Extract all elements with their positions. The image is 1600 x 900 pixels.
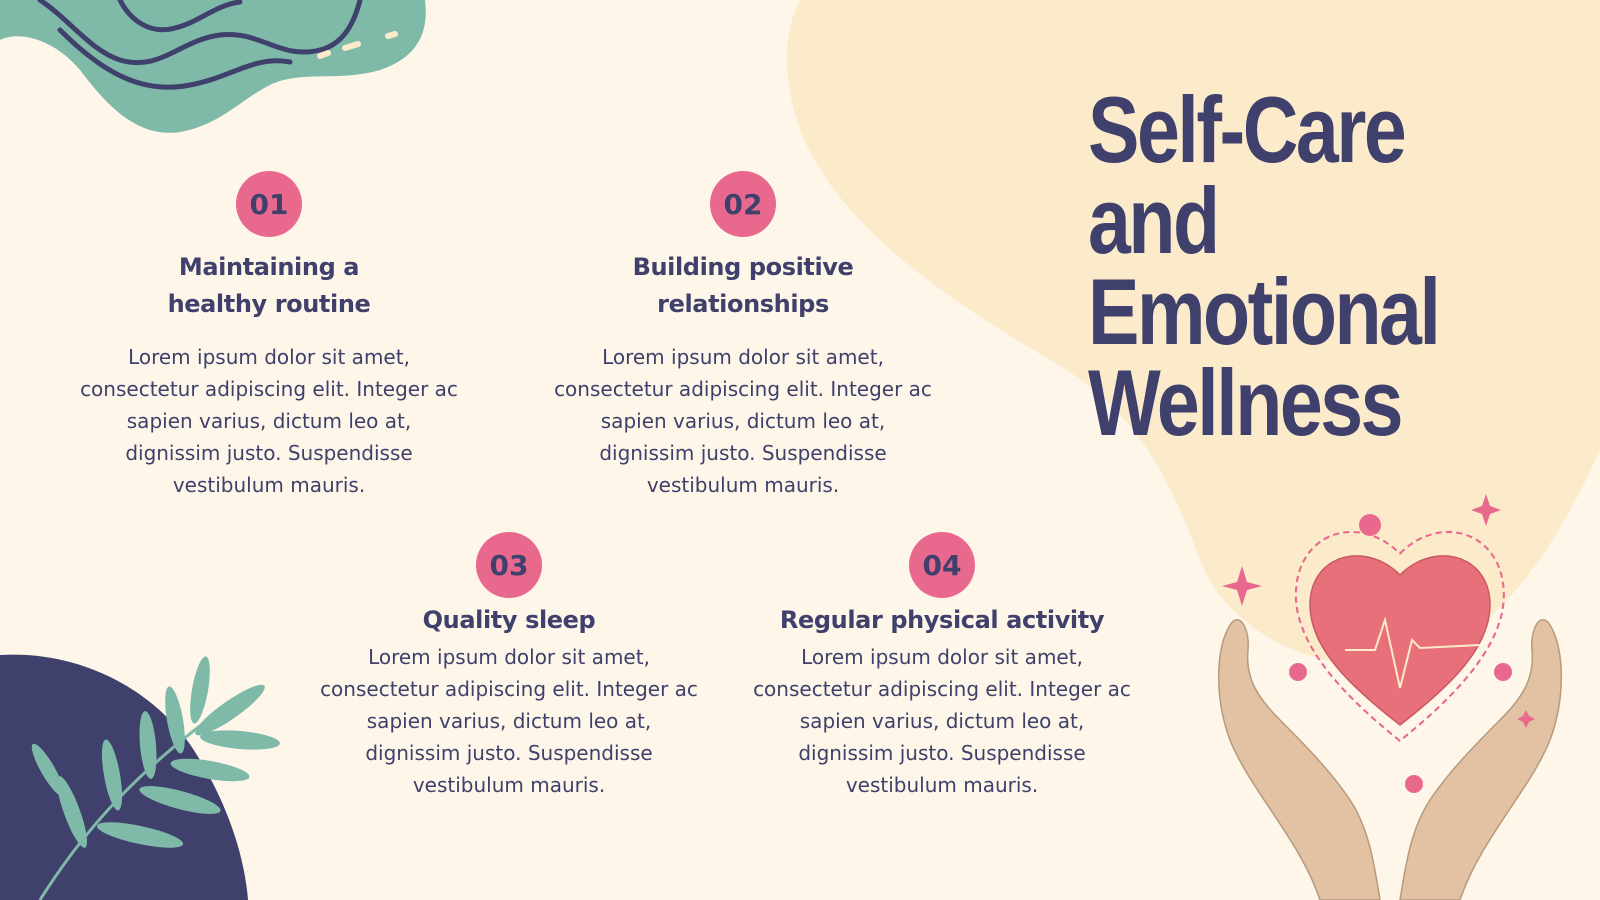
number-badge: 04 [909, 532, 975, 598]
wellness-item-3: 03 Quality sleep Lorem ipsum dolor sit a… [319, 532, 699, 801]
navy-blob [0, 654, 248, 900]
wellness-item-4: 04 Regular physical activity Lorem ipsum… [752, 532, 1132, 801]
item-body: Lorem ipsum dolor sit amet, consectetur … [753, 645, 1131, 797]
number-badge: 03 [476, 532, 542, 598]
wellness-item-2: 02 Building positive relationships Lorem… [553, 171, 933, 501]
sparkle-icon [1471, 494, 1501, 526]
item-body: Lorem ipsum dolor sit amet, consectetur … [320, 645, 698, 797]
wave-blob [0, 0, 426, 133]
wellness-item-1: 01 Maintaining a healthy routine Lorem i… [79, 171, 459, 501]
page-title: Self-Care and Emotional Wellness [1088, 77, 1441, 455]
item-body: Lorem ipsum dolor sit amet, consectetur … [554, 345, 932, 497]
item-heading: Quality sleep [422, 606, 596, 634]
item-heading: Building positive relationships [632, 253, 854, 318]
sparkle-icon [1517, 710, 1535, 728]
item-heading: Regular physical activity [779, 606, 1105, 634]
heart-in-hands [1218, 514, 1562, 900]
leaf-branch [31, 656, 280, 900]
number-badge: 01 [236, 171, 302, 237]
sparkle-icon [1222, 566, 1262, 606]
item-heading: Maintaining a healthy routine [167, 253, 371, 318]
number-badge: 02 [710, 171, 776, 237]
item-body: Lorem ipsum dolor sit amet, consectetur … [80, 345, 458, 497]
cream-blob [786, 0, 1600, 665]
